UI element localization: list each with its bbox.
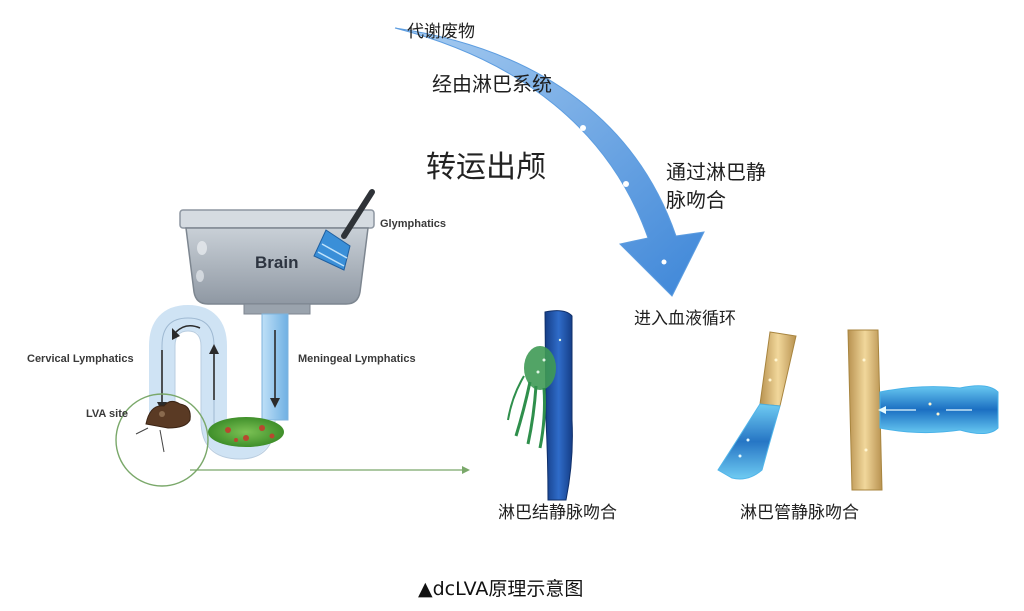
label-cervical-lymphatics: Cervical Lymphatics	[27, 353, 134, 365]
label-brain: Brain	[255, 253, 299, 272]
glymphatics-brush-icon	[313, 189, 375, 271]
label-metabolic-waste: 代谢废物	[407, 22, 475, 42]
flow-arrow	[394, 27, 705, 297]
label-glymphatics: Glymphatics	[380, 218, 447, 230]
label-via-lymphatic: 经由淋巴系统	[432, 72, 552, 96]
label-via-lv-anastomosis: 通过淋巴静 脉吻合	[666, 160, 766, 212]
arrow-dot	[661, 259, 667, 265]
lnva-illustration	[507, 310, 573, 501]
moss-blockage	[208, 417, 284, 447]
lva-debris	[145, 400, 191, 429]
lva-illustration-2	[847, 329, 999, 491]
arrow-dot	[580, 125, 586, 131]
arrow-dot	[623, 181, 629, 187]
lva-callout	[115, 393, 470, 487]
label-lva-site: LVA site	[86, 408, 128, 420]
figure-caption: ▲dcLVA原理示意图	[418, 578, 584, 600]
lva-illustration-1	[717, 331, 797, 480]
label-meningeal-lymphatics: Meningeal Lymphatics	[298, 353, 416, 365]
label-lnva: 淋巴结静脉吻合	[498, 503, 617, 523]
label-lva: 淋巴管静脉吻合	[740, 503, 859, 523]
label-enter-blood: 进入血液循环	[634, 309, 736, 329]
label-transport-out: 转运出颅	[426, 150, 546, 185]
